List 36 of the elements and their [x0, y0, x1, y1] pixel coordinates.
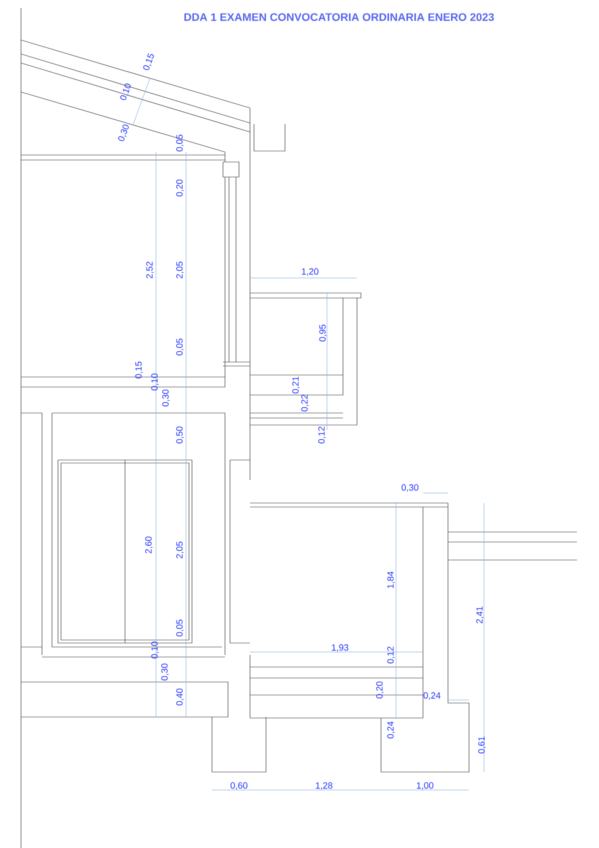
dimension-label: 0,12 — [318, 426, 326, 444]
dimension-label: 0,30 — [118, 124, 129, 142]
dimension-label: 1,28 — [316, 782, 332, 790]
dimension-label: 1,93 — [332, 644, 348, 652]
dimension-label: 0,95 — [319, 324, 327, 342]
title: DDA 1 EXAMEN CONVOCATORIA ORDINARIA ENERO 2023 — [184, 13, 494, 22]
dimension-label: 0,24 — [387, 722, 395, 738]
dimension-label: 0,10 — [151, 642, 159, 658]
dimension-label: 2,05 — [176, 262, 184, 278]
dimension-label: 1,20 — [302, 268, 318, 276]
dimension-label: 0,40 — [176, 688, 184, 706]
dimension-label: 0,30 — [402, 484, 418, 492]
dimension-label: 0,05 — [176, 338, 184, 356]
dimension-label: 0,22 — [301, 394, 309, 412]
dimension-label: 2,52 — [146, 262, 154, 278]
dimension-label: 0,10 — [120, 84, 131, 100]
dimension-label: 2,60 — [145, 536, 153, 554]
dimension-label: 0,60 — [230, 782, 248, 790]
dimension-label: 2,05 — [176, 542, 184, 558]
dimension-label: 0,05 — [176, 134, 184, 152]
dimension-label: 0,21 — [292, 376, 300, 394]
dimension-label: 0,12 — [387, 646, 395, 664]
dimension-label: 0,05 — [176, 620, 184, 636]
dimension-label: 0,20 — [176, 180, 184, 196]
dimension-label: 0,24 — [424, 692, 440, 700]
dimension-label: 1,84 — [387, 572, 395, 588]
dimension-label: 0,15 — [135, 362, 143, 378]
dimension-label: 0,30 — [162, 390, 170, 406]
dimension-label: 0,20 — [376, 682, 384, 698]
dimension-label: 0,30 — [161, 664, 169, 680]
dimension-label: 0,50 — [176, 426, 184, 444]
dimension-label: 2,41 — [476, 606, 484, 624]
dimension-label: 0,61 — [478, 736, 486, 754]
dimension-label: 1,00 — [416, 782, 434, 790]
dimension-label: 0,15 — [143, 53, 154, 70]
dimension-label: 0,10 — [151, 374, 159, 390]
